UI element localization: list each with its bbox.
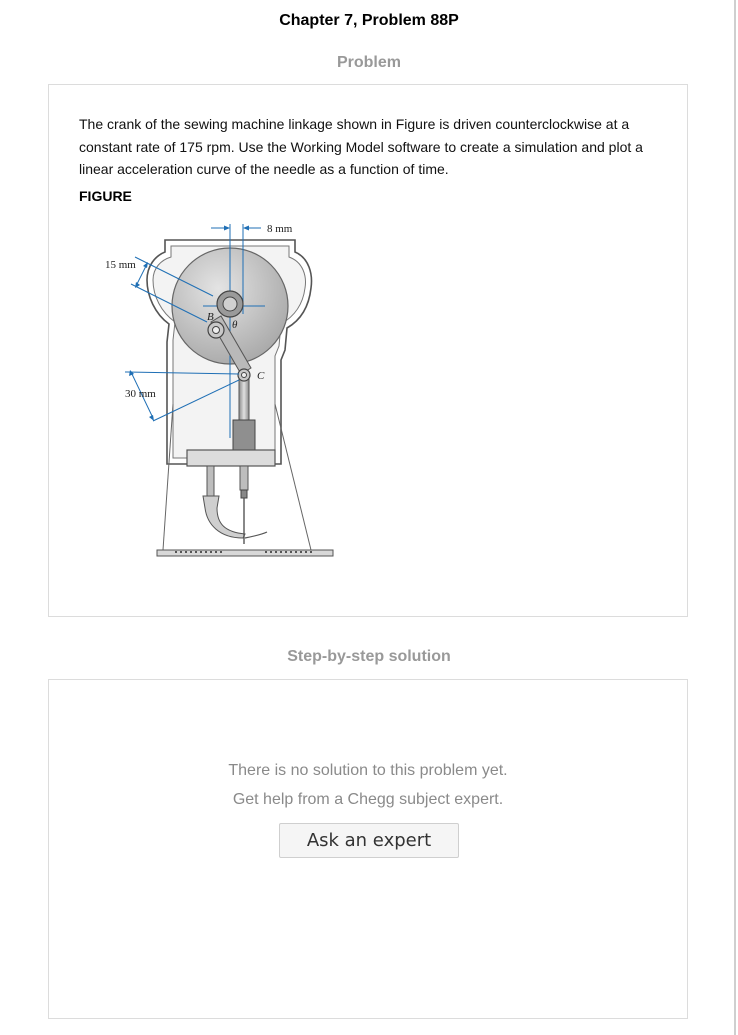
dim-15mm-label: 15 mm [105,259,136,271]
expert-help-line: Get help from a Chegg subject expert. [232,791,504,808]
ask-expert-button[interactable]: Ask an expert [279,823,459,858]
presser-foot [202,495,246,539]
label-c: C [257,370,265,382]
label-b: B [207,311,214,323]
no-solution-line: There is no solution to this problem yet… [228,762,508,779]
no-solution-message: There is no solution to this problem yet… [49,756,687,814]
solution-heading: Step-by-step solution [287,648,451,665]
right-support-line [274,403,312,551]
problem-heading: Problem [336,54,401,71]
base-plate [156,549,334,557]
problem-panel: The crank of the sewing machine linkage … [48,84,688,617]
figure-label: FIGURE [79,188,132,204]
lower-arm [186,449,276,467]
solution-panel: There is no solution to this problem yet… [48,679,688,1019]
dim-8mm-label: 8 mm [267,224,293,235]
left-support-line [162,403,174,551]
page-right-border [734,0,736,1035]
problem-text: The crank of the sewing machine linkage … [79,116,643,177]
chapter-title: Chapter 7, Problem 88P [279,12,459,29]
sewing-machine-figure: 8 mm B θ C [105,224,334,557]
dim-30mm-label: 30 mm [125,388,156,400]
label-theta: θ [232,319,238,331]
guide-block [232,419,256,455]
